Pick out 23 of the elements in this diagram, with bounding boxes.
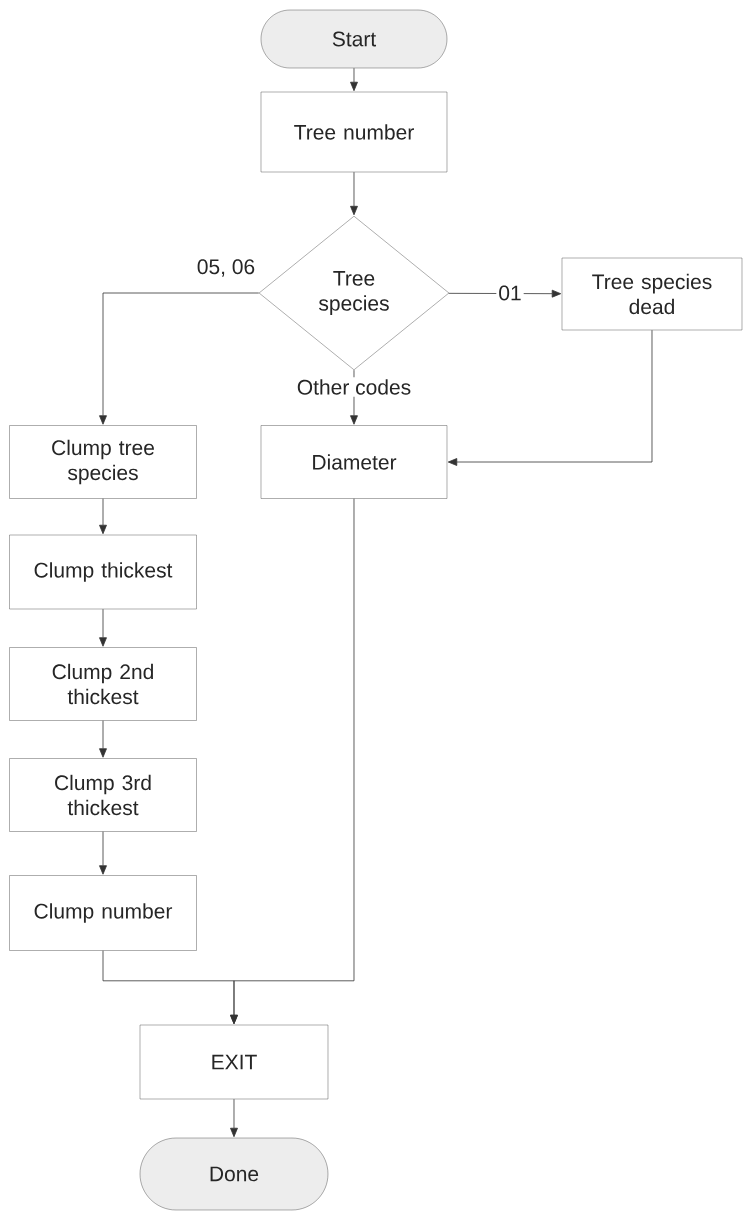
edge-label: Other codes bbox=[294, 377, 414, 397]
arrow bbox=[99, 608, 107, 647]
process-box: Clump thickest bbox=[9, 534, 197, 610]
process-box: Clump tree species bbox=[9, 425, 197, 499]
arrow bbox=[99, 292, 260, 425]
arrow bbox=[350, 67, 358, 92]
process-box: Clump 2nd thickest bbox=[9, 647, 197, 721]
edge-label: 01 bbox=[496, 283, 524, 303]
arrow bbox=[230, 498, 355, 1025]
process-box: Tree number bbox=[260, 91, 448, 173]
arrow bbox=[350, 171, 358, 216]
process-box: Tree species dead bbox=[561, 257, 743, 331]
arrow bbox=[350, 369, 358, 425]
edge-label: 05, 06 bbox=[197, 259, 255, 277]
arrow bbox=[230, 1098, 238, 1138]
process-box: Clump 3rd thickest bbox=[9, 758, 197, 832]
process-box: EXIT bbox=[139, 1024, 329, 1100]
process-box: Diameter bbox=[260, 425, 448, 499]
arrow bbox=[99, 498, 107, 535]
process-box: Clump number bbox=[9, 875, 197, 951]
arrow bbox=[99, 831, 107, 875]
arrow bbox=[99, 720, 107, 758]
arrow bbox=[447, 329, 653, 466]
